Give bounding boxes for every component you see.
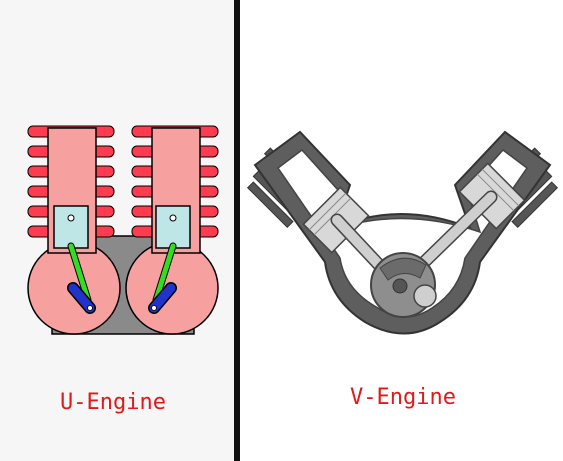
v-engine-caption: V-Engine (350, 385, 456, 410)
v-engine-cavity (276, 148, 529, 318)
v-engine-diagram (246, 130, 559, 335)
u-piston-pin-right (169, 214, 177, 222)
u-engine-diagram (27, 125, 219, 335)
u-piston-right (155, 205, 191, 249)
u-engine-caption: U-Engine (60, 390, 166, 415)
v-counterweight (413, 284, 437, 308)
u-piston-pin-left (67, 214, 75, 222)
u-piston-left (53, 205, 89, 249)
v-crankshaft-center (392, 278, 408, 294)
panel-divider (234, 0, 240, 461)
